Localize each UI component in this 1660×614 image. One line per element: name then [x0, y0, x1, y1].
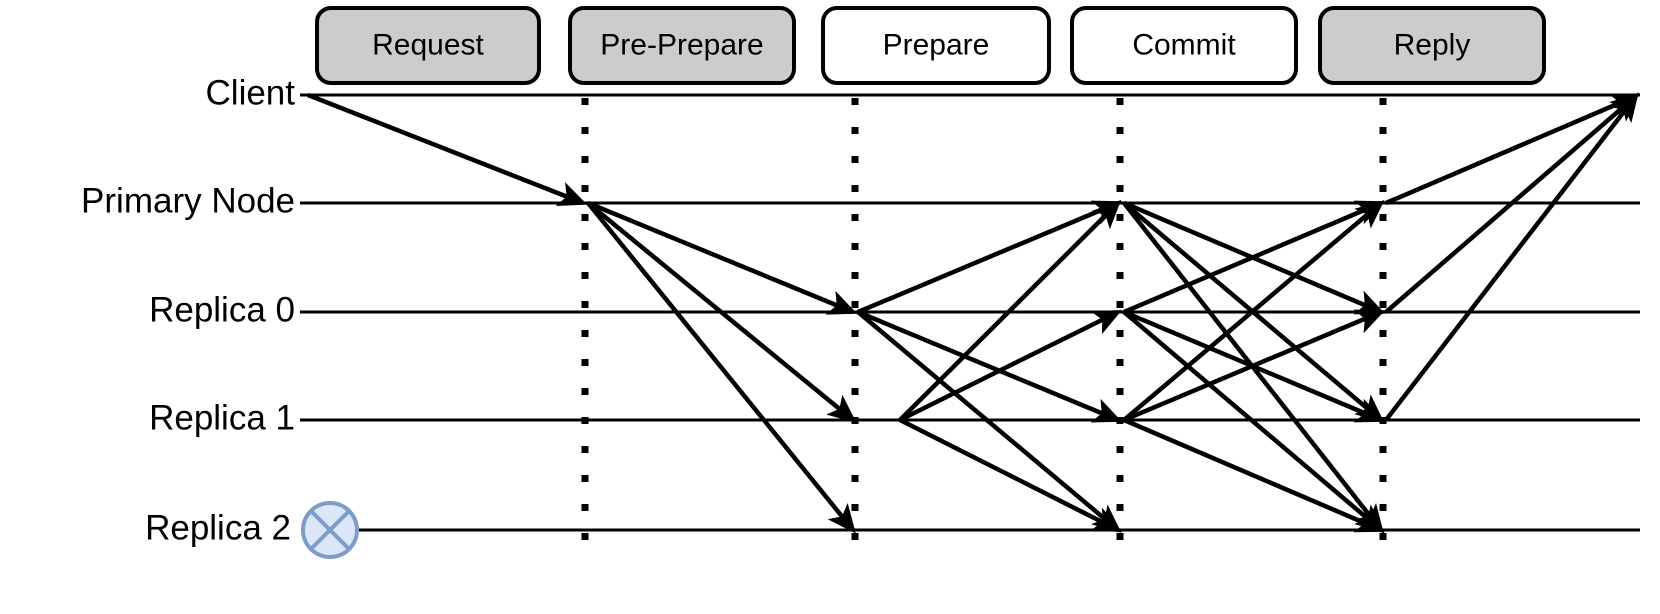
- fault-cross-stroke-2: [309, 509, 351, 551]
- phase-box-label-request: Request: [372, 28, 484, 61]
- message-arrow-commit-replica0-to-primary: [1123, 200, 1386, 315]
- message-arrow-pre-prepare-primary-to-replica1: [586, 201, 857, 423]
- message-arrow-pre-prepare-primary-to-replica0: [587, 200, 858, 315]
- phase-box-bg-pre-prepare: [568, 6, 796, 85]
- message-arrow-prepare-replica1-to-primary: [898, 199, 1122, 422]
- phase-box-bg-prepare: [821, 6, 1051, 85]
- messages-group: [307, 92, 1641, 534]
- message-arrow-reply-primary-to-client: [1385, 93, 1641, 206]
- message-arrow-prepare-replica1-to-replica2: [898, 417, 1123, 533]
- message-arrow-pre-prepare-primary-to-replica2: [586, 201, 856, 534]
- lane-label-primary: Primary Node: [81, 181, 295, 220]
- phase-box-reply[interactable]: Reply: [1318, 6, 1546, 85]
- message-arrow-commit-replica1-to-primary: [1122, 200, 1385, 422]
- message-arrow-reply-replica0-to-client: [1384, 93, 1640, 314]
- phase-box-request[interactable]: Request: [315, 6, 541, 85]
- message-arrow-commit-replica1-to-replica2: [1123, 417, 1386, 533]
- phase-box-pre-prepare[interactable]: Pre-Prepare: [568, 6, 796, 85]
- lane-label-replica1: Replica 1: [149, 398, 295, 437]
- phase-box-label-pre-prepare: Pre-Prepare: [600, 28, 763, 61]
- phase-boxes-group: Request Pre-Prepare Prepare Commit Reply: [315, 6, 1546, 85]
- message-arrow-prepare-replica0-to-primary: [857, 200, 1123, 315]
- phase-box-prepare[interactable]: Prepare: [821, 6, 1051, 85]
- message-arrow-commit-replica0-to-replica2: [1122, 310, 1385, 533]
- phase-box-commit[interactable]: Commit: [1070, 6, 1298, 85]
- lane-lines-group: [300, 93, 1640, 532]
- phase-box-bg-commit: [1070, 6, 1298, 85]
- lane-label-client: Client: [206, 73, 296, 112]
- phase-box-bg-reply: [1318, 6, 1546, 85]
- message-arrow-prepare-replica0-to-replica1: [857, 309, 1123, 423]
- faulty-node-marker-group: [301, 501, 359, 559]
- phase-box-label-commit: Commit: [1132, 28, 1236, 61]
- message-arrow-prepare-replica0-to-replica2: [856, 310, 1122, 533]
- lane-label-replica0: Replica 0: [149, 290, 295, 329]
- phase-box-label-reply: Reply: [1394, 28, 1471, 61]
- message-arrow-prepare-replica1-to-replica0: [899, 309, 1123, 423]
- message-arrow-reply-replica1-to-client: [1384, 92, 1639, 422]
- message-arrow-request-client-to-primary: [307, 92, 588, 207]
- phase-box-bg-request: [315, 6, 541, 85]
- message-arrow-commit-replica1-to-replica0: [1123, 309, 1386, 423]
- phase-box-label-prepare: Prepare: [883, 28, 990, 61]
- lane-label-replica2: Replica 2: [145, 508, 291, 547]
